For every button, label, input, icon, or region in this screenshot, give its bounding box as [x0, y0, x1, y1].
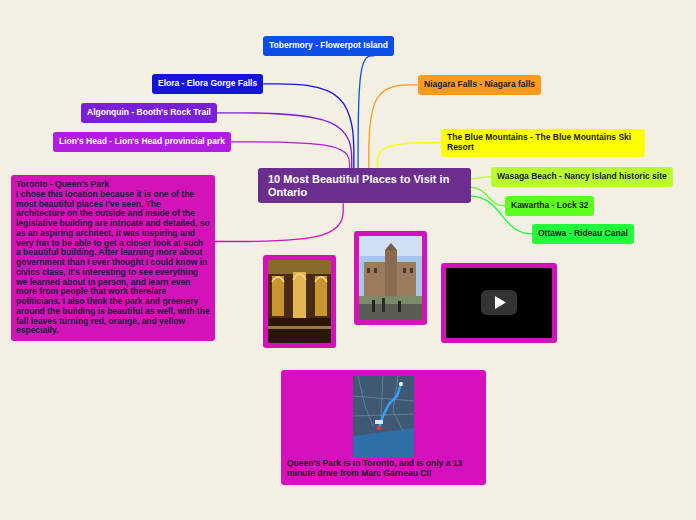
branch-topic: Algonquin - Booth's Rock Trail [81, 103, 217, 123]
branch-connector [231, 142, 350, 168]
topic-body: I chose this location because it is one … [16, 190, 210, 336]
interior-photo [263, 255, 336, 348]
branch-topic: Ottawa - Rideau Canal [532, 224, 634, 244]
map-picture [353, 376, 414, 458]
branch-connector [217, 113, 352, 168]
branch-topic: Elora - Elora Gorge Falls [152, 74, 263, 94]
branch-connector [471, 177, 491, 179]
branch-connector [369, 85, 418, 168]
branch-connector [215, 203, 343, 241]
topic-text: Algonquin - Booth's Rock Trail [87, 108, 211, 118]
topic-text: Niagara Falls - Niagara falls [424, 80, 535, 90]
topic-text: Ottawa - Rideau Canal [538, 229, 628, 239]
topic-text: Wasaga Beach - Nancy Island historic sit… [497, 172, 667, 182]
building-photo [354, 231, 427, 325]
topic-text: Tobermory - Flowerpot Island [269, 41, 388, 51]
branch-topic: Kawartha - Lock 32 [505, 196, 594, 216]
topic-text: Toronto - Queen's Park [16, 180, 210, 190]
branch-topic: The Blue Mountains - The Blue Mountains … [441, 129, 645, 157]
topic-text: The Blue Mountains - The Blue Mountains … [447, 133, 639, 153]
topic-text: 10 Most Beautiful Places to Visit in Ont… [268, 173, 461, 198]
branch-topic: Tobermory - Flowerpot Island [263, 36, 394, 56]
topic-text: Kawartha - Lock 32 [511, 201, 588, 211]
branch-connector [263, 84, 354, 168]
topic-text: Elora - Elora Gorge Falls [158, 79, 257, 89]
branch-topic: Niagara Falls - Niagara falls [418, 75, 541, 95]
central-topic: 10 Most Beautiful Places to Visit in Ont… [258, 168, 471, 203]
topic-text: Queen's Park is in Toronto, and is only … [287, 459, 480, 479]
video-thumbnail [441, 263, 557, 343]
topic-text: Lion's Head - Lion's Head provincial par… [59, 137, 225, 147]
branch-connector [377, 143, 441, 168]
map-note: Queen's Park is in Toronto, and is only … [281, 370, 486, 485]
detail-topic: Toronto - Queen's ParkI chose this locat… [11, 175, 215, 341]
branch-topic: Lion's Head - Lion's Head provincial par… [53, 132, 231, 152]
branch-topic: Wasaga Beach - Nancy Island historic sit… [491, 167, 673, 187]
